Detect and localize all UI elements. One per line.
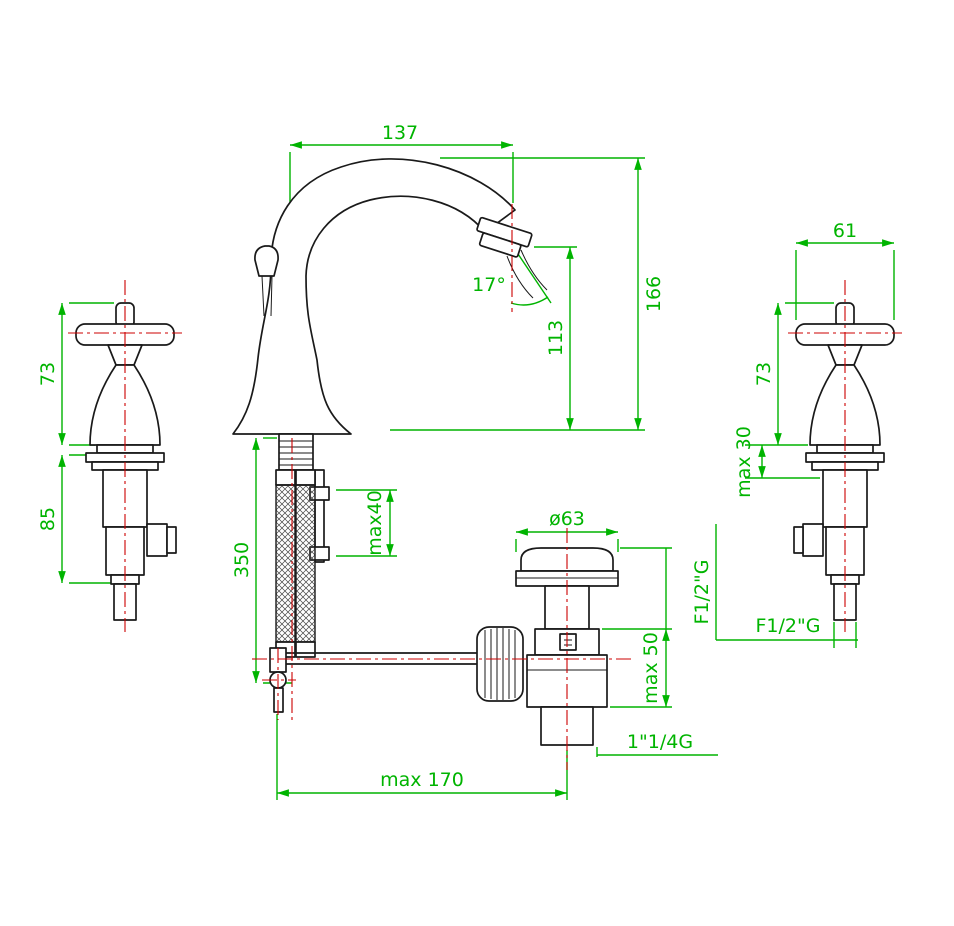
dim-right-handle-width: 61	[795, 220, 895, 320]
dim-outlet-height-label: 113	[545, 320, 567, 356]
valve-thread-horizontal-label: F1/2"G	[756, 615, 821, 637]
label-waste-thread: 1"1/4G	[596, 731, 718, 757]
dim-rod-adjust: max 50	[602, 547, 672, 708]
right-handle-assembly	[793, 302, 895, 621]
centerlines	[68, 204, 902, 770]
supply-hoses	[275, 469, 316, 658]
dim-right-deck-thickness: max 30	[733, 426, 820, 498]
dim-right-deck-thickness-label: max 30	[733, 426, 755, 498]
lift-rod-knob	[254, 245, 279, 317]
spout-assembly	[232, 158, 548, 713]
valve-thread-vertical-label: F1/2"G	[691, 560, 713, 625]
right-valve-outlet	[802, 523, 824, 557]
dim-rod-reach-label: max 170	[380, 769, 464, 791]
waste-thread-label: 1"1/4G	[627, 731, 693, 753]
dim-rod-reach: max 170	[276, 714, 568, 800]
spout-body-outline	[232, 158, 516, 435]
dim-stream-angle-label: 17°	[472, 274, 506, 296]
left-valve-outlet	[146, 523, 168, 557]
dim-left-handle-height-label: 73	[37, 362, 59, 386]
dim-hose-length: 350	[231, 437, 292, 684]
dim-stream-angle: 17°	[472, 247, 552, 306]
dim-deck-thickness: max40	[336, 489, 397, 557]
dim-right-handle-width-label: 61	[833, 220, 857, 242]
dim-right-handle-height: 73	[753, 302, 834, 445]
label-valve-thread-horizontal: F1/2"G	[756, 615, 821, 637]
fixture-drawing	[75, 158, 895, 746]
dim-left-valve-depth-label: 85	[37, 507, 59, 531]
dim-left-handle-height: 73	[37, 302, 114, 446]
threaded-shank	[278, 433, 314, 471]
label-valve-thread-vertical: F1/2"G	[691, 524, 858, 648]
left-handle-assembly	[75, 302, 177, 621]
dim-outlet-height: 113	[534, 246, 577, 430]
rod-clamp-nut	[476, 626, 524, 702]
dim-spout-reach-label: 137	[382, 122, 418, 144]
water-stream	[506, 249, 548, 299]
dim-total-height: 166	[390, 157, 665, 431]
dim-rod-adjust-label: max 50	[640, 632, 662, 704]
dim-hose-length-label: 350	[231, 542, 253, 578]
dim-spout-reach: 137	[289, 122, 514, 238]
dim-right-handle-height-label: 73	[753, 362, 775, 386]
dim-total-height-label: 166	[643, 276, 665, 312]
dim-left-valve-depth: 85	[37, 454, 112, 584]
drain-assembly	[476, 547, 619, 746]
dim-deck-thickness-label: max40	[364, 490, 386, 556]
aerator	[476, 216, 533, 258]
dimension-annotations: 137 166 113 17° 61 73	[37, 122, 895, 800]
dim-waste-diameter-label: ø63	[549, 508, 585, 530]
